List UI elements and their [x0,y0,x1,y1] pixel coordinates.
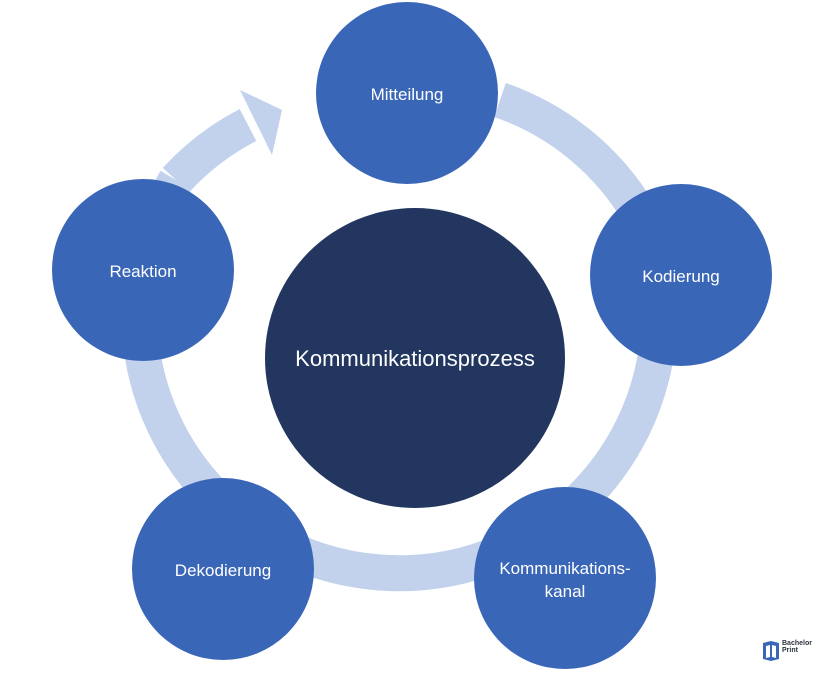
node-mitteilung: Mitteilung [316,2,498,184]
node-label: Kommunikations- [499,559,630,578]
node-circle [132,478,314,660]
node-kodierung: Kodierung [590,184,772,366]
node-label: Kodierung [642,267,720,286]
cycle-ring-segment-left [162,109,257,193]
watermark-line-2: Print [782,647,798,654]
node-circle [52,179,234,361]
node-circle [474,487,656,669]
node-kommunikationskanal: Kommunikations- kanal [474,487,656,669]
node-label: Reaktion [109,262,176,281]
node-label: Dekodierung [175,561,271,580]
center-circle [265,208,565,508]
cycle-arrow-head [240,90,282,155]
node-reaktion: Reaktion [52,179,234,361]
node-circle [316,2,498,184]
node-label: kanal [545,582,586,601]
center-label: Kommunikationsprozess [295,346,535,371]
cycle-ring-segment-top [493,82,656,225]
watermark-logo: Bachelor Print [762,640,822,668]
watermark-text: Bachelor Print [782,640,812,654]
node-circle [590,184,772,366]
node-label: Mitteilung [371,85,444,104]
watermark-line-1: Bachelor [782,640,812,647]
node-dekodierung: Dekodierung [132,478,314,660]
bachelorprint-logo-icon [763,641,779,661]
